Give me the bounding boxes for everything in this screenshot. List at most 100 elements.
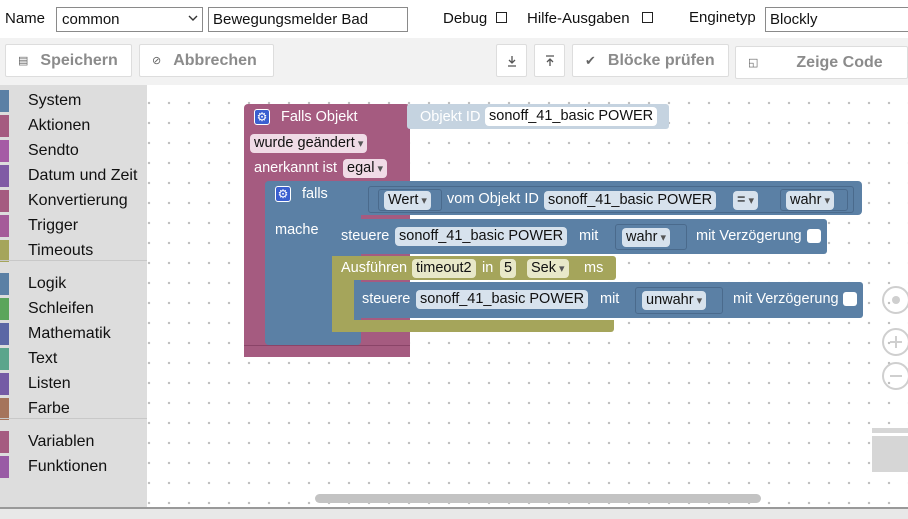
category-color-bar [0, 272, 9, 295]
show-code-label: Zeige Code [796, 53, 883, 71]
cancel-icon: ⊘ [152, 55, 162, 67]
timeout-block-side [332, 256, 354, 332]
script-name-value: Bewegungsmelder Bad [213, 11, 369, 28]
value-dropdown[interactable]: Wert [384, 191, 431, 210]
set2-value-block[interactable] [635, 287, 723, 314]
save-button-label: Speichern [40, 51, 118, 69]
category-label: Trigger [28, 216, 79, 234]
changed-dropdown[interactable]: wurde geändert [250, 134, 368, 153]
script-name-input[interactable]: Bewegungsmelder Bad [208, 7, 408, 32]
save-button[interactable]: ▤ Speichern [5, 44, 132, 77]
category-timeouts[interactable]: Timeouts [0, 238, 147, 263]
category-sendto[interactable]: Sendto [0, 138, 147, 163]
category-schleifen[interactable]: Schleifen [0, 296, 147, 321]
if-label: falls [302, 186, 328, 202]
trash-icon[interactable] [870, 428, 908, 474]
set1-label: steuere [341, 228, 390, 244]
engine-select-value: Blockly [770, 11, 818, 28]
category-color-bar [0, 139, 9, 162]
gear-icon[interactable]: ⚙ [254, 109, 270, 125]
operator-dropdown[interactable]: = [733, 191, 759, 210]
category-color-bar [0, 114, 9, 137]
set1-value-block[interactable] [615, 224, 687, 250]
checkmark-icon: ✔ [585, 52, 596, 68]
check-blocks-button[interactable]: ✔ Blöcke prüfen [572, 44, 729, 77]
category-konvertierung[interactable]: Konvertierung [0, 188, 147, 213]
category-separator [0, 418, 147, 419]
category-aktionen[interactable]: Aktionen [0, 113, 147, 138]
gear-icon[interactable]: ⚙ [275, 186, 291, 202]
category-color-bar [0, 430, 9, 453]
category-color-bar [0, 397, 9, 420]
category-color-bar [0, 455, 9, 478]
category-label: System [28, 91, 82, 109]
trigger-object-id-field[interactable]: sonoff_41_basic POWER [485, 107, 658, 126]
timeout-unit-dropdown[interactable]: Sek [527, 259, 569, 278]
set2-label: steuere [362, 291, 411, 307]
bottom-bar [0, 507, 908, 519]
export-button[interactable] [496, 44, 527, 77]
category-color-bar [0, 189, 9, 212]
value-block[interactable] [378, 189, 442, 211]
trigger-block-bottom [244, 345, 410, 357]
debug-label: Debug [443, 10, 488, 27]
category-listen[interactable]: Listen [0, 371, 147, 396]
timeout-amount-field[interactable]: 5 [500, 259, 517, 278]
object-id-label: Objekt ID [420, 109, 481, 125]
category-logik[interactable]: Logik [0, 271, 147, 296]
category-label: Schleifen [28, 299, 94, 317]
code-icon: ◱ [748, 57, 759, 69]
category-label: Text [28, 349, 58, 367]
category-color-bar [0, 347, 9, 370]
set1-with-label: mit [579, 228, 599, 244]
set2-object-id-field[interactable]: sonoff_41_basic POWER [416, 290, 589, 309]
category-color-bar [0, 89, 9, 112]
folder-select-value: common [62, 11, 120, 28]
category-farbe[interactable]: Farbe [0, 396, 147, 421]
category-mathematik[interactable]: Mathematik [0, 321, 147, 346]
category-label: Sendto [28, 141, 79, 159]
trigger-title: Falls Objekt [281, 109, 358, 125]
category-label: Farbe [28, 399, 70, 417]
category-variablen[interactable]: Variablen [0, 429, 147, 454]
if-object-id-field[interactable]: sonoff_41_basic POWER [544, 191, 717, 210]
debug-checkbox[interactable] [496, 12, 507, 23]
workspace-scrollbar[interactable] [315, 494, 761, 503]
set2-delay-checkbox[interactable] [843, 292, 857, 306]
engine-select[interactable]: Blockly [765, 7, 908, 32]
name-label: Name [5, 10, 46, 27]
recenter-icon[interactable] [882, 286, 908, 314]
bool-block[interactable] [780, 189, 848, 211]
set2-value-dropdown[interactable]: unwahr [642, 291, 707, 310]
set1-value-dropdown[interactable]: wahr [622, 228, 671, 247]
import-button[interactable] [534, 44, 565, 77]
category-trigger[interactable]: Trigger [0, 213, 147, 238]
category-label: Mathematik [28, 324, 111, 342]
timeout-ms-label: ms [584, 260, 604, 276]
category-label: Variablen [28, 432, 95, 450]
zoom-out-icon[interactable] [882, 362, 908, 390]
floppy-icon: ▤ [18, 55, 29, 67]
help-checkbox[interactable] [642, 12, 653, 23]
category-datum-und-zeit[interactable]: Datum und Zeit [0, 163, 147, 188]
category-label: Funktionen [28, 457, 108, 475]
category-color-bar [0, 239, 9, 262]
timeout-name-field[interactable]: timeout2 [412, 259, 476, 278]
timeout-label: Ausführen [341, 260, 408, 276]
compare-value-dropdown[interactable]: wahr [786, 191, 835, 210]
toolbar: ▤ Speichern ⊘ Abbrechen ✔ Blöcke prüfen … [0, 38, 908, 85]
category-text[interactable]: Text [0, 346, 147, 371]
ack-dropdown[interactable]: egal [343, 159, 387, 178]
folder-select[interactable]: common [56, 7, 203, 32]
category-label: Aktionen [28, 116, 91, 134]
zoom-in-icon[interactable] [882, 328, 908, 356]
cancel-button[interactable]: ⊘ Abbrechen [139, 44, 274, 77]
set1-delay-checkbox[interactable] [807, 229, 821, 243]
category-system[interactable]: System [0, 88, 147, 113]
help-label: Hilfe-Ausgaben [527, 10, 630, 27]
category-label: Timeouts [28, 241, 94, 259]
category-funktionen[interactable]: Funktionen [0, 454, 147, 479]
show-code-button[interactable]: ◱ Zeige Code [735, 46, 908, 79]
set1-object-id-field[interactable]: sonoff_41_basic POWER [395, 227, 568, 246]
check-blocks-label: Blöcke prüfen [607, 51, 715, 69]
